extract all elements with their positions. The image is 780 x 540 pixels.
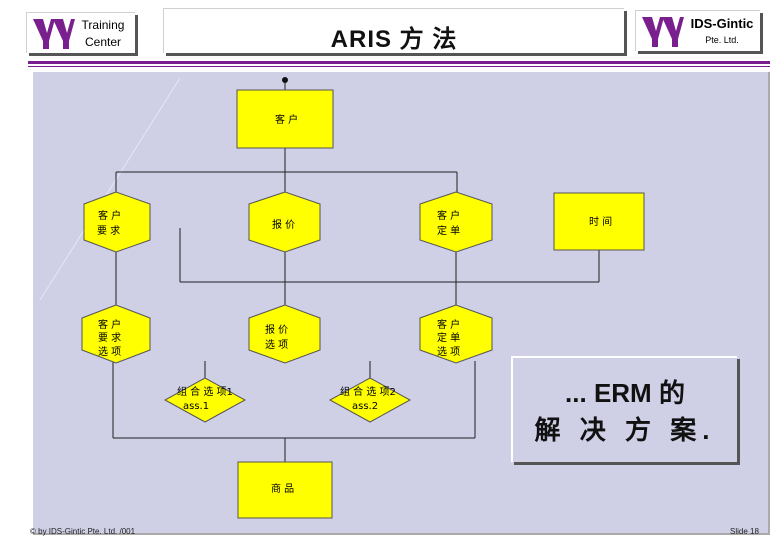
connectors — [112, 80, 600, 462]
cust-req-l1: 客 户 — [98, 209, 121, 222]
relation-quote-option[interactable] — [248, 304, 321, 364]
quote-opt-l1: 报 价 — [265, 323, 288, 336]
quote-label: 报 价 — [272, 218, 295, 231]
yy-logo-icon — [642, 17, 684, 47]
order-opt-l3: 选 项 — [437, 345, 460, 358]
header-rule-thin — [28, 66, 770, 67]
logo-text-training: Training — [81, 18, 125, 32]
slide-number: Slide 18 — [730, 527, 759, 536]
erm-solution-callout: ... ERM 的 解 决 方 案. — [511, 356, 737, 462]
entity-customer-label: 客 户 — [275, 113, 298, 126]
entity-customer[interactable] — [236, 89, 334, 149]
quote-opt-l2: 选 项 — [265, 338, 288, 351]
association-2[interactable] — [328, 377, 412, 423]
entity-product[interactable] — [237, 461, 333, 519]
association-1[interactable] — [163, 377, 247, 423]
order-opt-l1: 客 户 — [437, 318, 460, 331]
yy-logo-icon — [33, 19, 75, 49]
combo2-l2: ass.2 — [352, 401, 378, 412]
order-opt-l2: 定 单 — [437, 331, 460, 344]
logo-text-pte-ltd: Pte. Ltd. — [705, 35, 739, 45]
header-rule-top — [28, 61, 770, 64]
cust-order-l2: 定 单 — [437, 224, 460, 237]
ids-gintic-logo: IDS-Gintic Pte. Ltd. — [635, 10, 760, 51]
req-opt-l1: 客 户 — [98, 318, 121, 331]
cust-order-l1: 客 户 — [437, 209, 460, 222]
entity-time[interactable] — [553, 192, 645, 251]
callout-line2: 解 决 方 案. — [534, 415, 716, 445]
logo-text-center: Center — [84, 35, 122, 49]
req-opt-l2: 要 求 — [98, 332, 121, 344]
title-box: ARIS 方 法 — [163, 8, 624, 53]
time-label: 时 间 — [589, 215, 612, 228]
relation-request-option[interactable] — [81, 304, 151, 364]
product-label: 商 品 — [271, 482, 294, 495]
anchor-dot — [282, 77, 288, 83]
relation-customer-request[interactable] — [83, 191, 151, 253]
callout-line1: ... ERM 的 — [565, 378, 685, 408]
cust-req-l2: 要 求 — [97, 225, 120, 237]
training-center-logo: Training Center — [26, 12, 135, 53]
logo-text-ids-gintic: IDS-Gintic — [690, 16, 754, 31]
relation-quote[interactable] — [248, 191, 321, 253]
relation-customer-order[interactable] — [419, 191, 493, 253]
combo1-l2: ass.1 — [183, 401, 209, 412]
combo1-l1: 组 合 选 项1 — [177, 385, 233, 398]
relation-order-option[interactable] — [419, 304, 493, 364]
page-title: ARIS 方 法 — [330, 26, 458, 53]
combo2-l1: 组 合 选 项2 — [340, 385, 396, 398]
decorative-line — [39, 77, 181, 301]
copyright: © by IDS-Gintic Pte. Ltd. /001 — [30, 527, 136, 536]
req-opt-l3: 选 项 — [98, 345, 121, 358]
